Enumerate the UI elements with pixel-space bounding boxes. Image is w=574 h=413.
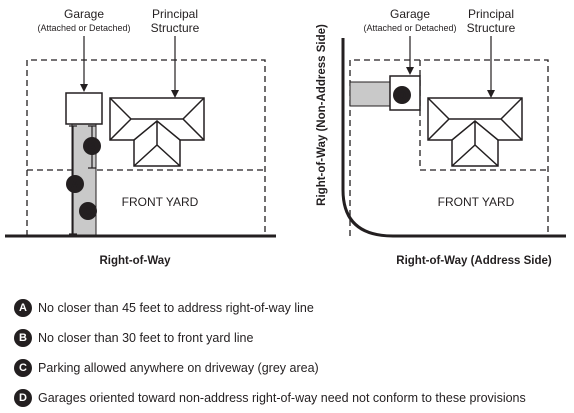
legend-badge-b: B	[14, 329, 32, 347]
left-garage-box	[65, 92, 103, 125]
svg-text:D: D	[398, 90, 406, 102]
left-garage-label: Garage	[64, 7, 104, 21]
svg-text:A: A	[71, 179, 79, 191]
legend-text-d: Garages oriented toward non-address righ…	[38, 391, 526, 405]
right-row-label: Right-of-Way (Address Side)	[396, 255, 552, 267]
left-principal-structure	[109, 97, 205, 167]
legend-badge-a: A	[14, 299, 32, 317]
right-diagram: D Garage (Attached or Detached) Principa…	[316, 7, 566, 267]
legend-badge-d: D	[14, 389, 32, 407]
right-principal-structure	[427, 97, 523, 167]
right-principal-label-2: Structure	[467, 21, 516, 35]
legend-item-a: A No closer than 45 feet to address righ…	[14, 298, 314, 318]
site-plan-diagrams: B A C Garage (Attached or Detached) Prin…	[5, 7, 566, 267]
left-lot-line	[26, 59, 266, 236]
left-garage-sublabel: (Attached or Detached)	[37, 23, 130, 33]
right-lot-line	[349, 59, 549, 236]
legend-text-a: No closer than 45 feet to address right-…	[38, 301, 314, 315]
marker-c: C	[79, 202, 97, 220]
left-row-label: Right-of-Way	[99, 255, 171, 267]
right-principal-label-1: Principal	[468, 7, 514, 21]
legend-item-d: D Garages oriented toward non-address ri…	[14, 388, 526, 408]
legend-text-b: No closer than 30 feet to front yard lin…	[38, 331, 254, 345]
left-front-yard-label: FRONT YARD	[122, 195, 199, 209]
right-front-yard-label: FRONT YARD	[438, 195, 515, 209]
right-row-curve	[341, 38, 566, 238]
marker-a: A	[66, 175, 84, 193]
left-principal-label-2: Structure	[151, 21, 200, 35]
left-diagram: B A C Garage (Attached or Detached) Prin…	[5, 7, 276, 267]
marker-d: D	[393, 86, 411, 104]
right-garage-sublabel: (Attached or Detached)	[363, 23, 456, 33]
left-principal-label-1: Principal	[152, 7, 198, 21]
right-driveway	[349, 81, 391, 107]
legend-text-c: Parking allowed anywhere on driveway (gr…	[38, 361, 319, 375]
right-garage-label: Garage	[390, 7, 430, 21]
svg-text:C: C	[84, 206, 92, 218]
legend-badge-c: C	[14, 359, 32, 377]
legend-item-b: B No closer than 30 feet to front yard l…	[14, 328, 253, 348]
svg-text:B: B	[88, 141, 96, 153]
marker-b: B	[83, 137, 101, 155]
right-side-row-label: Right-of-Way (Non-Address Side)	[316, 24, 328, 206]
legend-item-c: C Parking allowed anywhere on driveway (…	[14, 358, 319, 378]
